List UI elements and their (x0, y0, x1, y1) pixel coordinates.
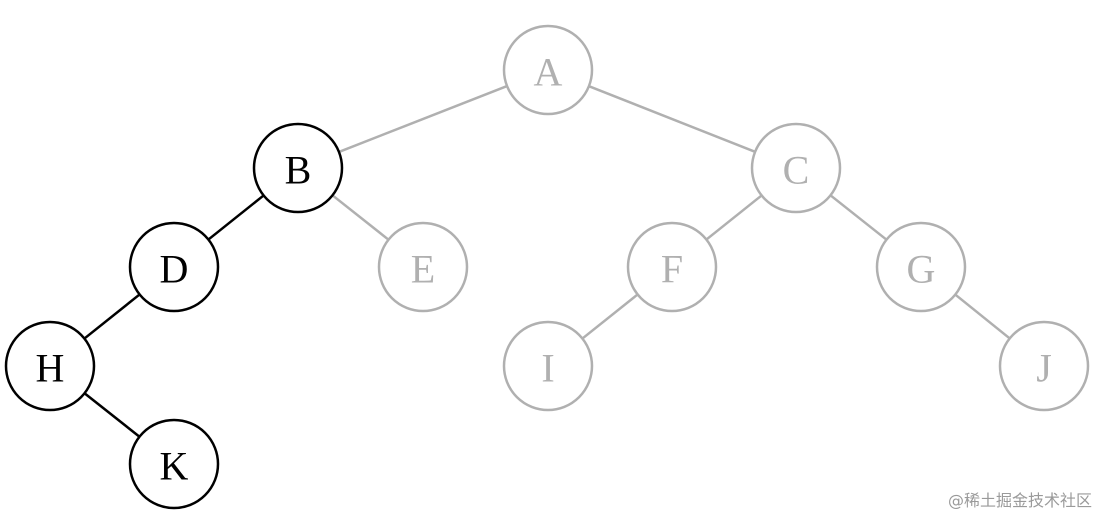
node-circle (626, 221, 718, 313)
node-circle (4, 320, 96, 412)
node-circle (750, 122, 842, 214)
edge-h-k (83, 392, 141, 438)
edge-c-g (829, 194, 888, 241)
tree-node-d: D (128, 221, 220, 313)
node-circle (128, 418, 220, 510)
node-label: J (1036, 346, 1052, 391)
edge-c-f (705, 194, 763, 241)
node-label: I (541, 346, 554, 391)
node-label: B (285, 148, 312, 193)
node-circle (502, 24, 594, 116)
node-circle (998, 320, 1090, 412)
tree-node-j: J (998, 320, 1090, 412)
edge-g-j (954, 293, 1011, 340)
tree-edges (83, 84, 1011, 438)
node-label: F (661, 247, 683, 292)
tree-node-k: K (128, 418, 220, 510)
node-label: E (411, 247, 435, 292)
edge-f-i (581, 293, 639, 340)
tree-node-c: C (750, 122, 842, 214)
node-circle (128, 221, 220, 313)
node-label: G (907, 247, 936, 292)
tree-node-e: E (377, 221, 469, 313)
node-label: A (534, 50, 563, 95)
node-circle (502, 320, 594, 412)
tree-node-h: H (4, 320, 96, 412)
tree-node-f: F (626, 221, 718, 313)
tree-node-b: B (252, 122, 344, 214)
tree-node-i: I (502, 320, 594, 412)
node-label: C (783, 148, 810, 193)
tree-node-g: G (875, 221, 967, 313)
edge-a-c (588, 85, 756, 153)
node-circle (377, 221, 469, 313)
node-circle (875, 221, 967, 313)
node-label: H (36, 346, 65, 391)
edge-b-d (207, 194, 265, 241)
node-label: K (160, 444, 189, 489)
tree-nodes: A B C D E F G H I J K (4, 24, 1090, 510)
node-circle (252, 122, 344, 214)
node-label: D (160, 247, 189, 292)
edge-b-e (331, 194, 390, 241)
tree-node-a: A (502, 24, 594, 116)
edge-a-b (338, 84, 508, 154)
edge-d-h (83, 293, 141, 340)
watermark-text: @稀土掘金技术社区 (947, 491, 1092, 510)
